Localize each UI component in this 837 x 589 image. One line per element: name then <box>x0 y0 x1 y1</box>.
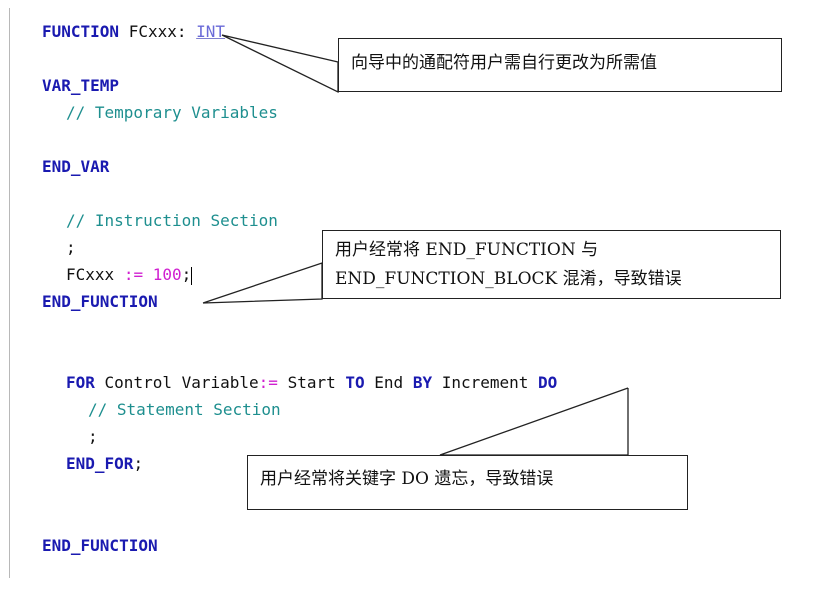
loop-end: End <box>364 373 413 392</box>
return-type-placeholder[interactable]: INT <box>196 22 226 41</box>
callout-end-function-line1: 用户经常将 END_FUNCTION 与 <box>335 240 599 260</box>
semicolon: ; <box>181 265 192 284</box>
code-line-function-header: FUNCTION FCxxx: INT <box>42 22 225 42</box>
assign-value: 100 <box>152 265 182 284</box>
comment-statement-section: // Statement Section <box>88 400 281 419</box>
keyword-for: FOR <box>66 373 95 392</box>
callout-do-keyword-note: 用户经常将关键字 DO 遗忘，导致错误 <box>247 455 688 510</box>
code-line-instruction-comment: // Instruction Section <box>66 211 278 231</box>
keyword-end-function: END_FUNCTION <box>42 292 158 311</box>
leader-line-callout-3 <box>439 387 629 456</box>
semicolon: ; <box>66 238 76 257</box>
loop-increment: Increment <box>432 373 539 392</box>
code-line-statement-comment: // Statement Section <box>88 400 281 420</box>
loop-variable: Control Variable <box>94 373 259 392</box>
code-line-for-loop: FOR Control Variable:= Start TO End BY I… <box>66 373 557 393</box>
keyword-var-temp: VAR_TEMP <box>42 76 120 95</box>
editor-margin-line <box>9 8 10 578</box>
callout-wildcard-text: 向导中的通配符用户需自行更改为所需值 <box>351 53 657 73</box>
assign-operator: := <box>123 265 144 284</box>
code-line-empty-statement: ; <box>66 238 76 258</box>
keyword-do: DO <box>538 373 558 392</box>
semicolon: ; <box>133 454 144 473</box>
code-line-end-function-1: END_FUNCTION <box>42 292 158 312</box>
code-line-var-temp: VAR_TEMP <box>42 76 119 96</box>
callout-end-function-line2: END_FUNCTION_BLOCK 混淆，导致错误 <box>335 269 682 289</box>
code-line-loop-empty-statement: ; <box>88 427 98 447</box>
callout-wildcard-note: 向导中的通配符用户需自行更改为所需值 <box>338 38 782 92</box>
keyword-end-function: END_FUNCTION <box>42 536 158 555</box>
code-line-assignment: FCxxx := 100; <box>66 265 193 285</box>
keyword-to: TO <box>345 373 365 392</box>
keyword-by: BY <box>412 373 433 392</box>
code-line-temp-comment: // Temporary Variables <box>66 103 278 123</box>
callout-end-function-note: 用户经常将 END_FUNCTION 与 END_FUNCTION_BLOCK … <box>322 230 781 299</box>
assign-operator: := <box>258 373 278 392</box>
callout-do-keyword-text: 用户经常将关键字 DO 遗忘，导致错误 <box>260 469 554 489</box>
loop-start: Start <box>277 373 346 392</box>
keyword-end-var: END_VAR <box>42 157 110 176</box>
leader-line-callout-2 <box>202 262 323 304</box>
comment-temporary-variables: // Temporary Variables <box>66 103 278 122</box>
text-cursor <box>191 266 193 285</box>
code-line-end-for: END_FOR; <box>66 454 143 474</box>
keyword-function: FUNCTION <box>42 22 120 41</box>
function-name: FCxxx: <box>119 22 187 41</box>
assign-target: FCxxx <box>66 265 115 284</box>
keyword-end-for: END_FOR <box>66 454 134 473</box>
code-line-end-var: END_VAR <box>42 157 109 177</box>
semicolon: ; <box>88 427 98 446</box>
comment-instruction-section: // Instruction Section <box>66 211 278 230</box>
leader-line-callout-1 <box>221 34 339 94</box>
code-line-end-function-2: END_FUNCTION <box>42 536 158 556</box>
